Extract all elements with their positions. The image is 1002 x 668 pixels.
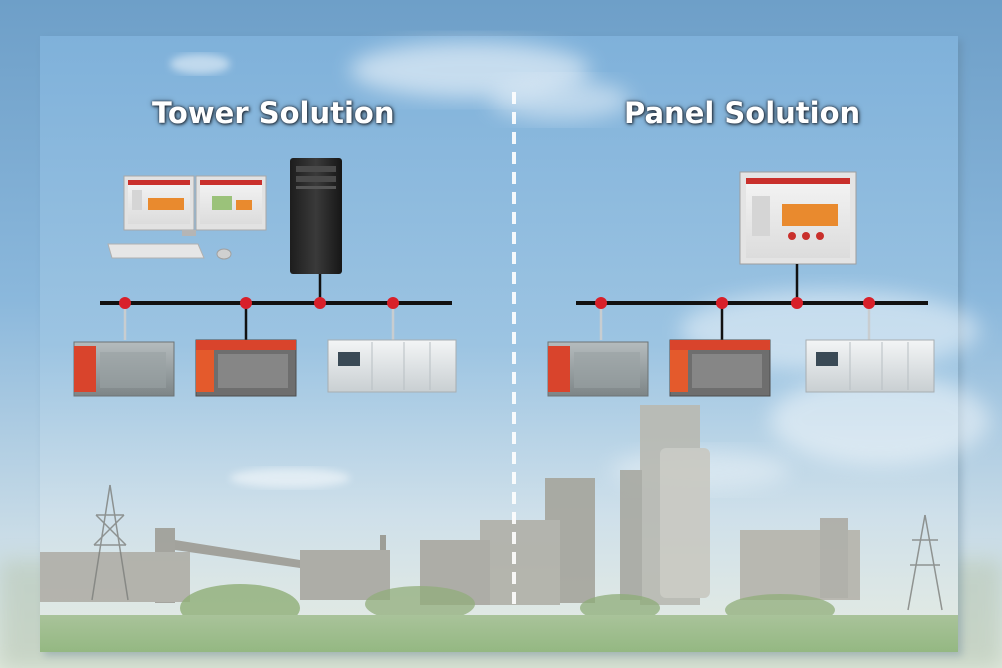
plc-white-right — [805, 339, 935, 393]
bus-node — [716, 297, 728, 309]
bus-node — [791, 297, 803, 309]
bus-node — [119, 297, 131, 309]
power-pylon-right — [907, 514, 943, 611]
panel-solution-title: Panel Solution — [624, 96, 861, 130]
plc-red-left — [195, 339, 297, 397]
panel-pc — [739, 171, 857, 265]
bus-node — [595, 297, 607, 309]
tower-pc — [290, 158, 342, 274]
bus-node — [240, 297, 252, 309]
tower-solution-title: Tower Solution — [152, 96, 395, 130]
plc-gray-left — [73, 341, 175, 397]
bus-node — [314, 297, 326, 309]
plc-white-left — [327, 339, 457, 393]
plc-gray-right — [547, 341, 649, 397]
bus-node — [863, 297, 875, 309]
power-pylon-left — [91, 484, 129, 601]
plc-red-right — [669, 339, 771, 397]
inner-panel — [40, 36, 990, 652]
bus-node — [387, 297, 399, 309]
dual-monitor-workstation — [107, 175, 267, 260]
